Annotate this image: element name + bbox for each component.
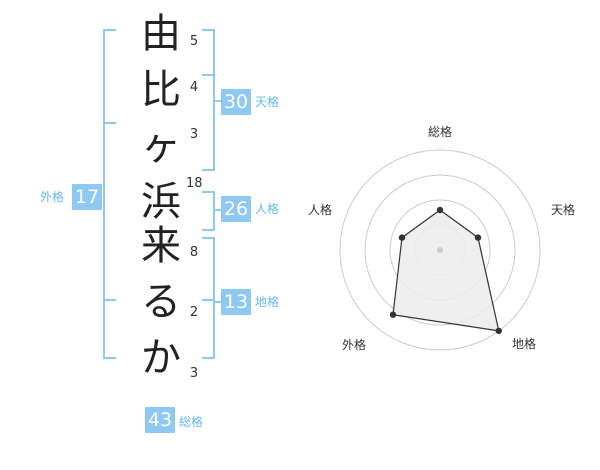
radar-label-tenkaku: 天格 xyxy=(551,203,576,217)
jinkaku-value-badge: 26 xyxy=(221,196,251,222)
radar-point-4 xyxy=(398,234,406,241)
soukaku-label: 総格 xyxy=(179,415,204,429)
name-char-3: ヶ xyxy=(141,123,181,169)
stroke-count-1: 5 xyxy=(189,34,199,49)
radar-point-3 xyxy=(389,311,397,318)
radar-label-gaikaku: 外格 xyxy=(342,338,367,352)
radar-ring-4 xyxy=(339,149,541,351)
radar-polygon xyxy=(392,209,500,332)
radar-point-2 xyxy=(495,327,502,335)
radar-label-chikaku: 地格 xyxy=(512,337,537,351)
soukaku-value-badge: 43 xyxy=(145,407,175,433)
stroke-count-2: 4 xyxy=(189,80,199,95)
name-char-2: 比 xyxy=(141,67,181,113)
stroke-count-4: 18 xyxy=(186,176,203,191)
jinkaku-label: 人格 xyxy=(255,202,280,216)
gaikaku-bracket xyxy=(103,29,116,359)
tenkaku-value-badge: 30 xyxy=(221,89,251,115)
radar-label-soukaku: 総格 xyxy=(428,125,453,139)
radar-point-1 xyxy=(474,234,482,241)
name-char-7: か xyxy=(141,335,181,381)
radar-points xyxy=(389,206,502,335)
radar-label-jinkaku: 人格 xyxy=(308,203,333,217)
name-char-1: 由 xyxy=(141,11,181,57)
jinkaku-bracket xyxy=(202,191,222,231)
stroke-count-6: 2 xyxy=(189,305,199,320)
name-char-4: 浜 xyxy=(141,179,181,225)
radar-point-0 xyxy=(436,206,444,214)
chikaku-bracket xyxy=(202,237,222,359)
radar-center-dot xyxy=(437,247,443,253)
gaikaku-label: 外格 xyxy=(40,190,65,204)
tenkaku-label: 天格 xyxy=(255,95,280,109)
tenkaku-bracket xyxy=(202,29,222,171)
stroke-count-3: 3 xyxy=(189,127,199,142)
stroke-count-5: 8 xyxy=(189,245,199,260)
radar-ring-3 xyxy=(364,174,516,326)
gaikaku-value-badge: 17 xyxy=(72,184,102,210)
chikaku-label: 地格 xyxy=(255,295,280,309)
name-char-6: る xyxy=(141,279,181,325)
stroke-count-7: 3 xyxy=(189,366,199,381)
chikaku-value-badge: 13 xyxy=(221,289,251,315)
bracket-lines xyxy=(103,29,222,359)
name-char-5: 来 xyxy=(141,223,181,269)
